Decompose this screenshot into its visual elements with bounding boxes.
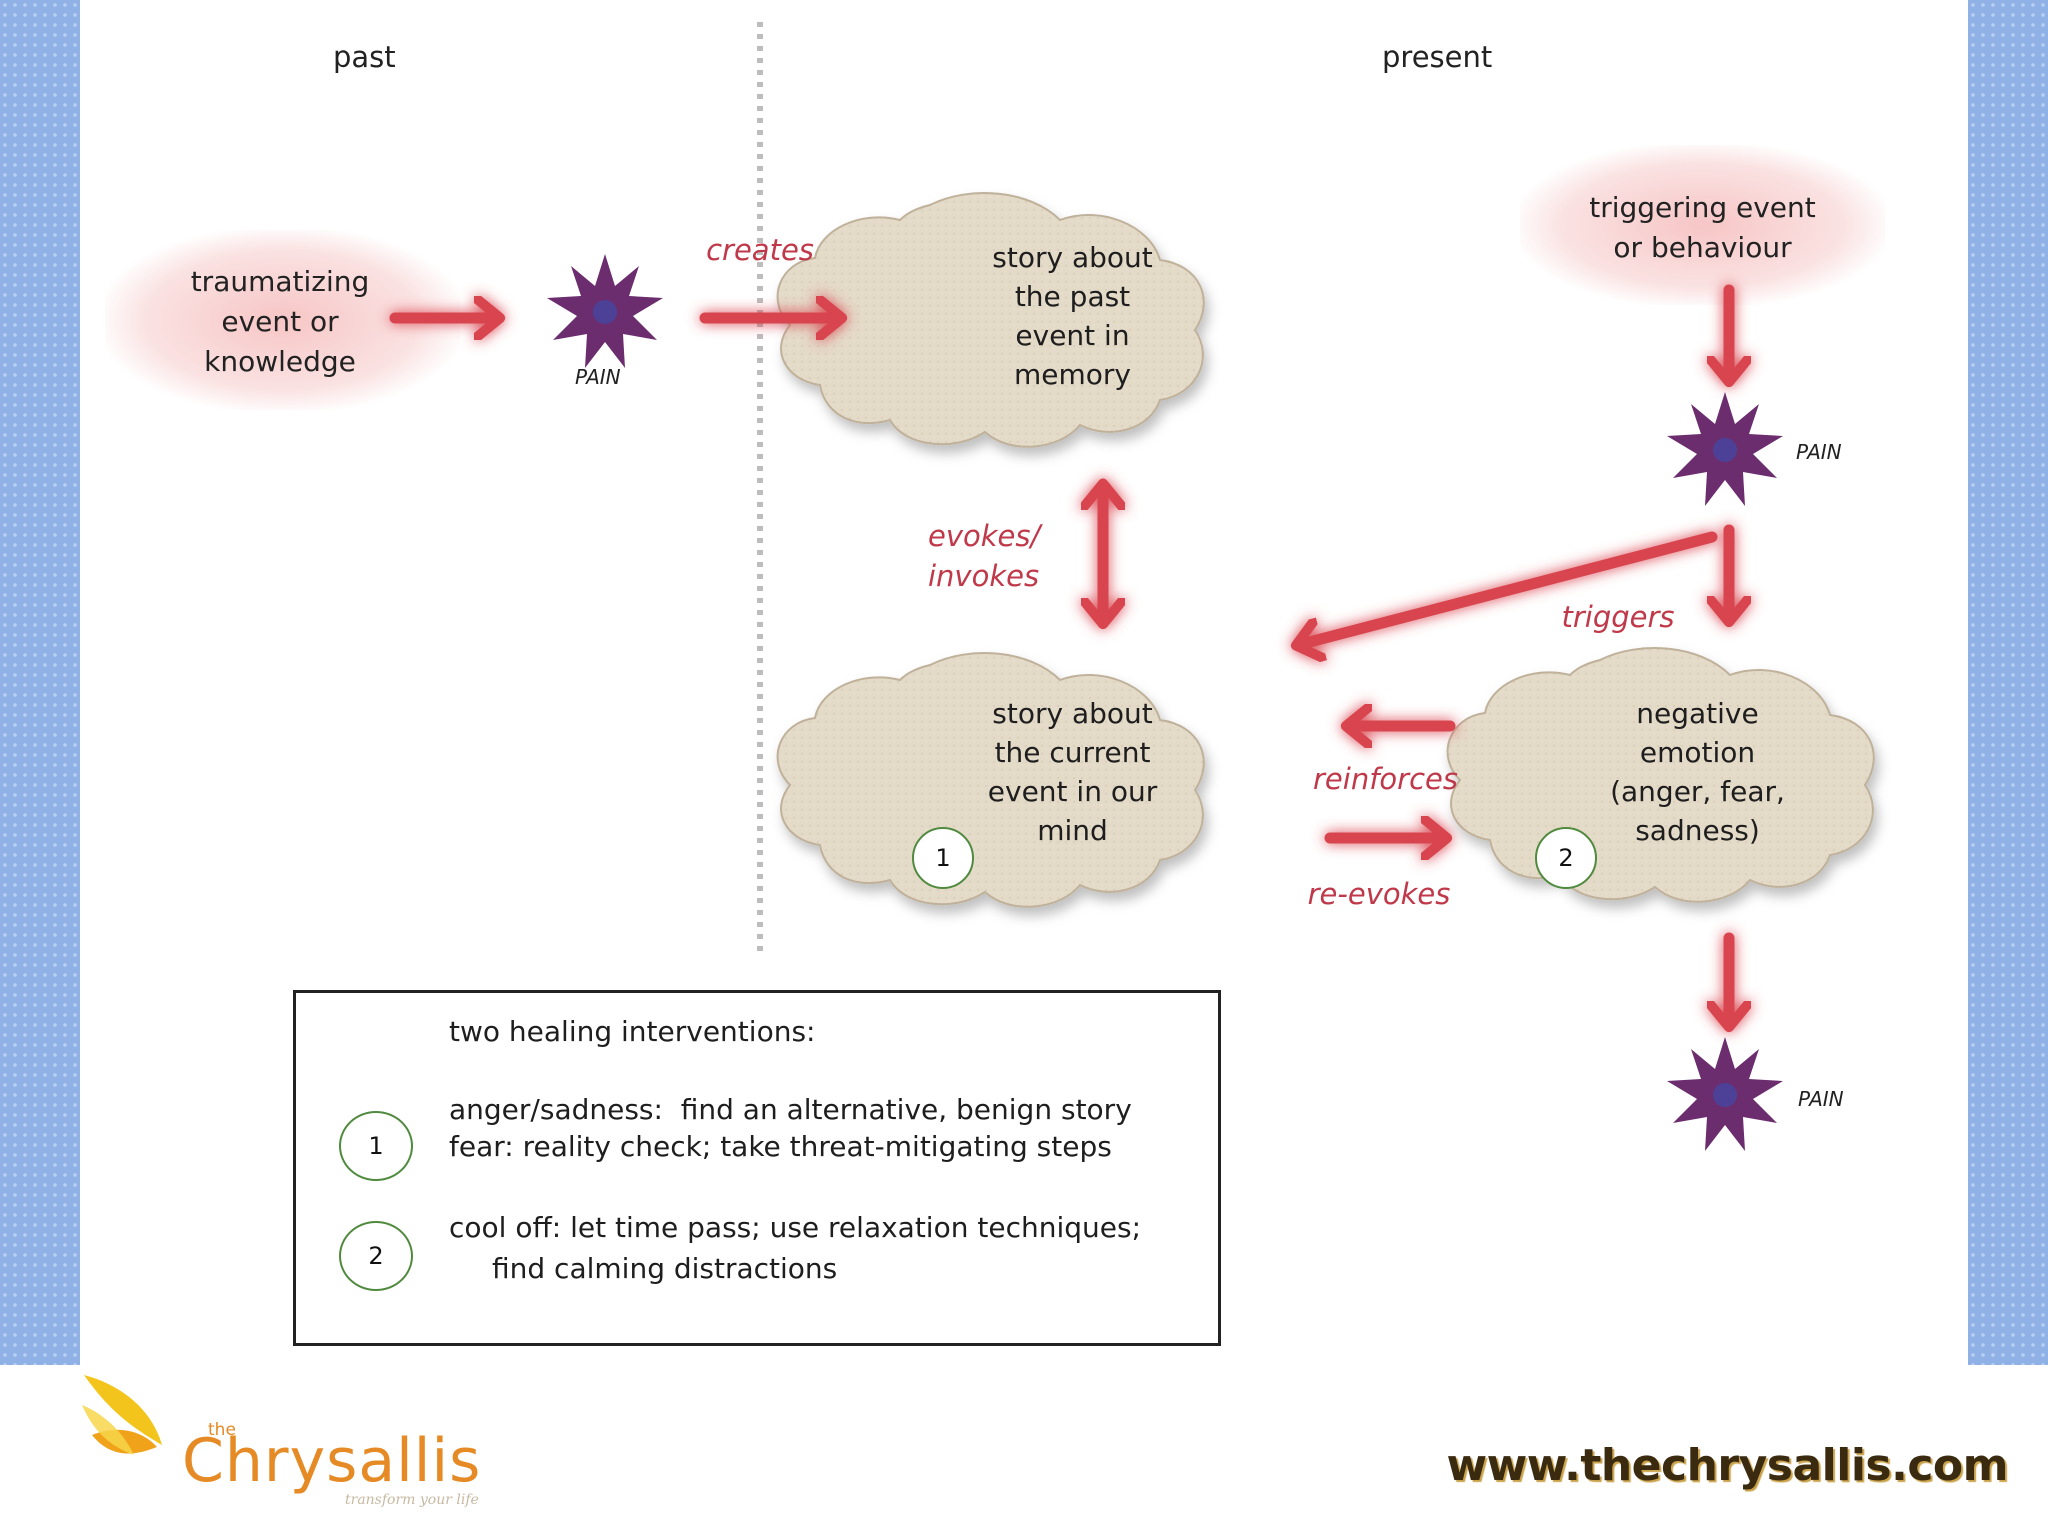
past-header: past bbox=[333, 40, 396, 74]
pain-starburst-2 bbox=[1667, 392, 1783, 506]
legend-badge-one: 1 bbox=[339, 1111, 413, 1181]
logo-tagline: transform your life bbox=[345, 1492, 479, 1508]
legend-badge-two: 2 bbox=[339, 1221, 413, 1291]
legend-item1-line2: fear: reality check; take threat-mitigat… bbox=[449, 1130, 1112, 1163]
triggers-label: triggers bbox=[1561, 600, 1675, 634]
left-side-pattern bbox=[0, 0, 80, 1365]
present-header: present bbox=[1382, 40, 1493, 74]
website-url[interactable]: www.thechrysallis.com bbox=[1446, 1440, 2008, 1491]
arrow-triggers-to-story-current bbox=[1298, 531, 1718, 645]
pain-label-3: PAIN bbox=[1798, 1087, 1844, 1111]
negative-emotion-text: negative emotion (anger, fear, sadness) bbox=[1610, 697, 1785, 847]
healing-interventions-legend: two healing interventions: 1 anger/sadne… bbox=[293, 990, 1221, 1346]
cloud-story-past bbox=[776, 192, 1205, 448]
pain-label-2: PAIN bbox=[1796, 440, 1842, 464]
pain-starburst-3 bbox=[1667, 1037, 1783, 1151]
legend-item2-line1: cool off: let time pass; use relaxation … bbox=[449, 1211, 1142, 1244]
pain-starburst-1 bbox=[547, 254, 663, 368]
logo-the: the bbox=[208, 1420, 236, 1440]
legend-item2-line2: find calming distractions bbox=[492, 1252, 838, 1285]
triggering-event-label: triggering event or behaviour bbox=[1589, 191, 1816, 264]
legend-item1-line1: anger/sadness: find an alternative, beni… bbox=[449, 1093, 1132, 1126]
triggering-glow bbox=[1520, 145, 1885, 305]
story-current-text: story about the current event in our min… bbox=[987, 697, 1158, 847]
legend-title: two healing interventions: bbox=[449, 1015, 816, 1048]
badge-two: 2 bbox=[1535, 827, 1597, 889]
re-evokes-label: re-evokes bbox=[1307, 877, 1451, 911]
pain-label-1: PAIN bbox=[575, 365, 621, 389]
story-past-text: story about the past event in memory bbox=[992, 241, 1153, 391]
butterfly-logo-icon bbox=[82, 1375, 162, 1455]
evokes-invokes-label: evokes/ invokes bbox=[928, 519, 1041, 593]
right-side-pattern bbox=[1968, 0, 2048, 1365]
cloud-story-current bbox=[776, 652, 1205, 908]
creates-label: creates bbox=[706, 233, 814, 267]
badge-one: 1 bbox=[912, 827, 974, 889]
reinforces-label: reinforces bbox=[1313, 762, 1458, 796]
logo-wordmark: Chrysallis bbox=[182, 1426, 482, 1496]
traumatizing-event-label: traumatizing event or knowledge bbox=[190, 265, 370, 378]
